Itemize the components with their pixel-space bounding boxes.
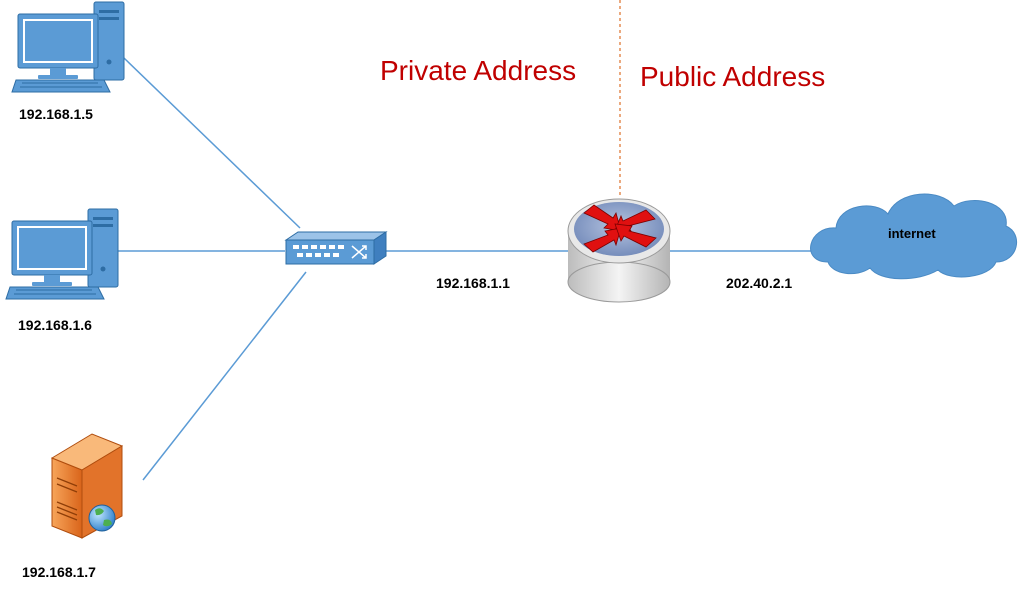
gateway-ip-label: 202.40.2.1 [726, 275, 792, 291]
internet-cloud-icon[interactable]: internet [810, 193, 1017, 280]
web-server-icon[interactable] [50, 433, 124, 539]
link-host1-switch [123, 57, 301, 229]
router-arrows-icon [583, 204, 657, 253]
router-ip-label: 192.168.1.1 [436, 275, 510, 291]
link-server-switch [142, 271, 307, 481]
desktop-computer-icon[interactable] [11, 1, 125, 93]
public-address-label: Public Address [640, 61, 825, 92]
router-icon[interactable] [567, 198, 671, 303]
globe-icon [88, 504, 116, 532]
network-links [112, 57, 818, 481]
private-address-label: Private Address [380, 55, 576, 86]
host-ip-label: 192.168.1.5 [19, 106, 93, 122]
host-ip-label: 192.168.1.6 [18, 317, 92, 333]
host-ip-label: 192.168.1.7 [22, 564, 96, 580]
network-switch-icon[interactable] [284, 231, 388, 265]
desktop-computer-icon[interactable] [5, 208, 119, 300]
internet-label: internet [888, 226, 936, 241]
